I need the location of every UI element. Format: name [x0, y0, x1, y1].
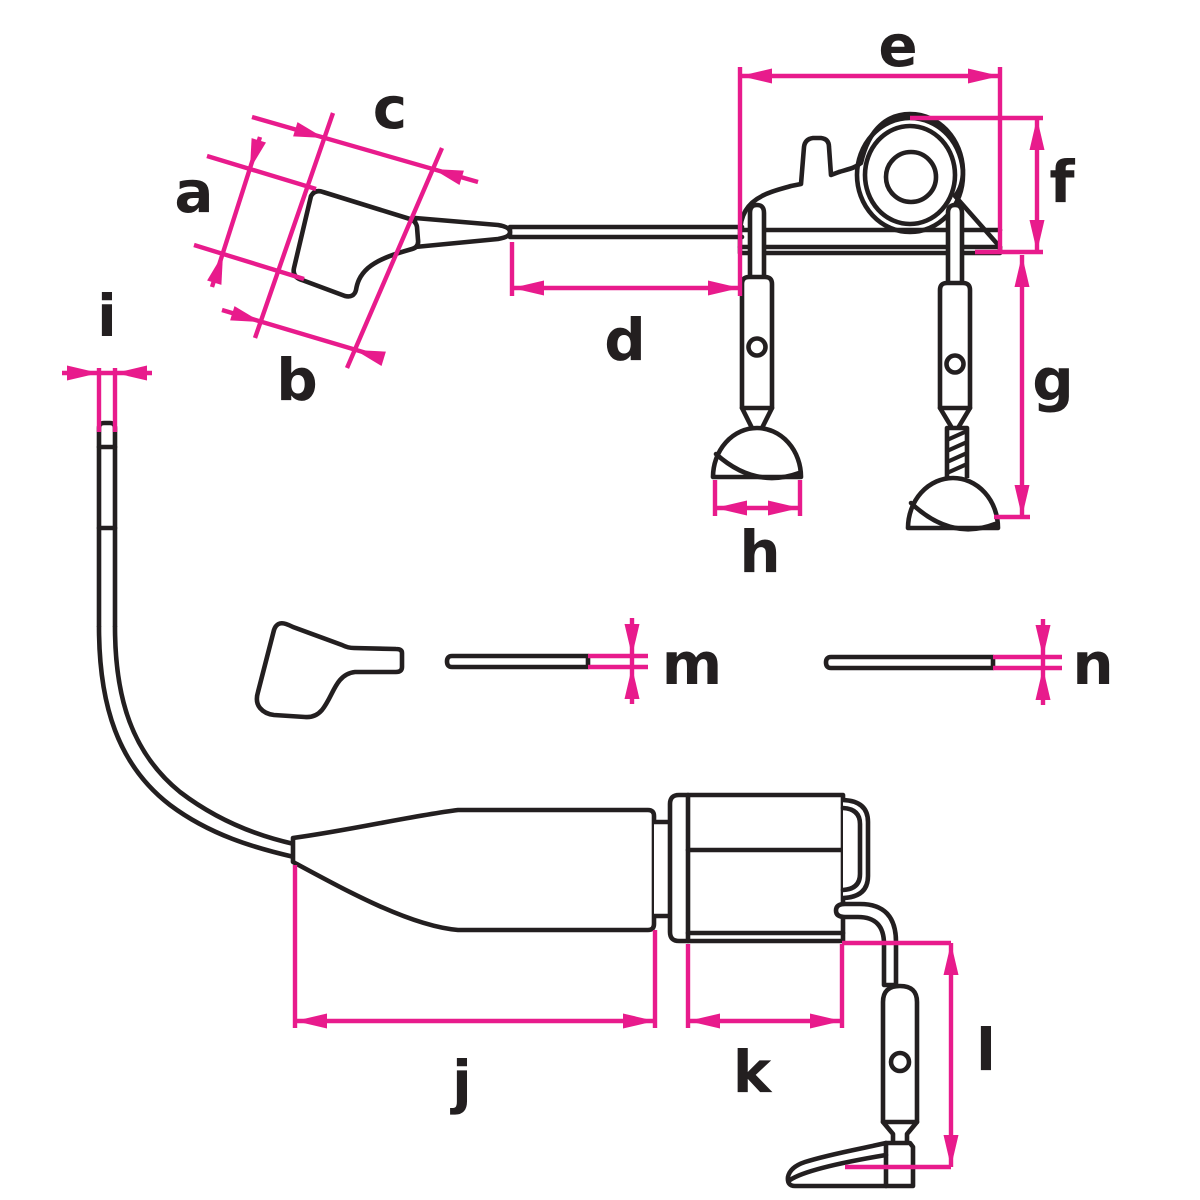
cable-outer — [96, 624, 297, 860]
right-leg-thread-hatching — [946, 429, 968, 475]
dim-arrow-b-left — [230, 306, 261, 322]
left-suction-foot — [710, 425, 804, 480]
top-assembly — [291, 111, 1003, 532]
dim-arrow-g-top — [1014, 255, 1030, 287]
dim-arrow-l-top — [943, 943, 959, 975]
flat-spade — [254, 620, 405, 720]
dim-label-d: d — [604, 306, 646, 374]
dim-arrow-m-top — [624, 624, 640, 656]
dim-arrow-d-right — [708, 280, 740, 296]
antenna-tube — [96, 420, 118, 627]
dim-arrow-e-left — [740, 68, 772, 84]
pulley-wheel-hub — [883, 149, 939, 205]
right-suction-foot — [905, 475, 1001, 531]
dim-label-b: b — [276, 346, 318, 414]
right-leg-taper — [937, 405, 973, 431]
end-cap-inner — [840, 805, 863, 893]
dim-arrow-h-right — [768, 500, 800, 516]
dim-arrow-j-left — [295, 1013, 327, 1029]
right-leg-hole — [944, 353, 966, 375]
dim-label-n: n — [1072, 630, 1113, 698]
dim-arrow-i-left — [67, 365, 99, 381]
dim-arrow-e-right — [968, 68, 1000, 84]
dim-arrow-n-bottom — [1035, 668, 1051, 700]
thin-blade-n — [823, 654, 996, 671]
dim-label-c: c — [373, 74, 407, 142]
shaft-rod — [507, 224, 745, 240]
dim-arrow-c-left — [293, 122, 324, 138]
left-leg-turnbuckle — [739, 274, 775, 411]
dim-label-j: j — [450, 1048, 472, 1116]
left-suction-foot-rim — [713, 451, 802, 481]
left-leg-rod — [747, 202, 767, 282]
dim-label-m: m — [662, 630, 722, 698]
grip-cone — [290, 807, 657, 933]
motor-body — [667, 792, 846, 944]
pulley-wheel-middle — [862, 123, 958, 227]
dim-k — [685, 944, 845, 1028]
dim-arrow-i-right — [115, 365, 147, 381]
cable-inner — [112, 624, 297, 847]
dim-arrow-g-bottom — [1014, 485, 1030, 517]
dim-m — [588, 618, 648, 704]
dim-arrow-j-right — [623, 1013, 655, 1029]
dim-label-a: a — [174, 158, 213, 226]
right-leg-rod — [945, 202, 965, 286]
bottom-assembly — [290, 792, 920, 1189]
dim-arrow-b-right — [355, 350, 386, 366]
right-suction-foot-rim — [908, 500, 998, 532]
dim-label-g: g — [1032, 346, 1074, 414]
lower-turnbuckle-hole — [888, 1050, 912, 1074]
dim-j — [292, 865, 658, 1028]
dim-arrow-a-top — [250, 138, 266, 169]
dim-label-e: e — [878, 12, 917, 80]
dim-arrow-n-top — [1035, 625, 1051, 657]
thin-blade-m — [444, 653, 591, 670]
dim-arrow-f-top — [1029, 118, 1045, 150]
dimension-callouts — [62, 67, 1062, 1170]
dimension-labels: a b c d e f g h i j k l m n — [97, 12, 1114, 1116]
dim-label-k: k — [733, 1038, 773, 1106]
dim-label-h: h — [739, 518, 780, 586]
dim-arrow-f-bottom — [1029, 220, 1045, 252]
dim-arrow-l-bottom — [943, 1135, 959, 1167]
dim-arrow-d-left — [512, 280, 544, 296]
elbow-tube — [833, 901, 899, 988]
wedge-foot-inner-line — [787, 1152, 889, 1183]
dim-arrow-h-left — [715, 500, 747, 516]
dim-e — [740, 67, 1003, 250]
left-leg-hole — [746, 336, 768, 358]
wedge-foot — [785, 1140, 916, 1189]
dim-g — [994, 255, 1030, 520]
dim-arrow-k-left — [688, 1013, 720, 1029]
right-leg-turnbuckle — [937, 280, 973, 411]
dim-arrow-k-right — [810, 1013, 842, 1029]
dim-label-i: i — [97, 282, 117, 350]
dim-label-f: f — [1049, 148, 1075, 216]
dim-label-l: l — [976, 1016, 996, 1084]
paddle-neck — [412, 215, 513, 250]
dim-ext-lines-abc — [193, 112, 445, 369]
dim-d — [509, 67, 743, 296]
dim-n — [993, 619, 1062, 705]
antenna-tube-joints — [96, 444, 118, 531]
dim-arrow-a-bottom — [207, 254, 223, 285]
dim-l — [842, 940, 954, 1170]
middle-row — [96, 420, 996, 860]
dim-arrow-c-right — [433, 169, 464, 185]
lower-turnbuckle-taper — [880, 1119, 920, 1147]
dim-arrow-m-bottom — [624, 667, 640, 699]
